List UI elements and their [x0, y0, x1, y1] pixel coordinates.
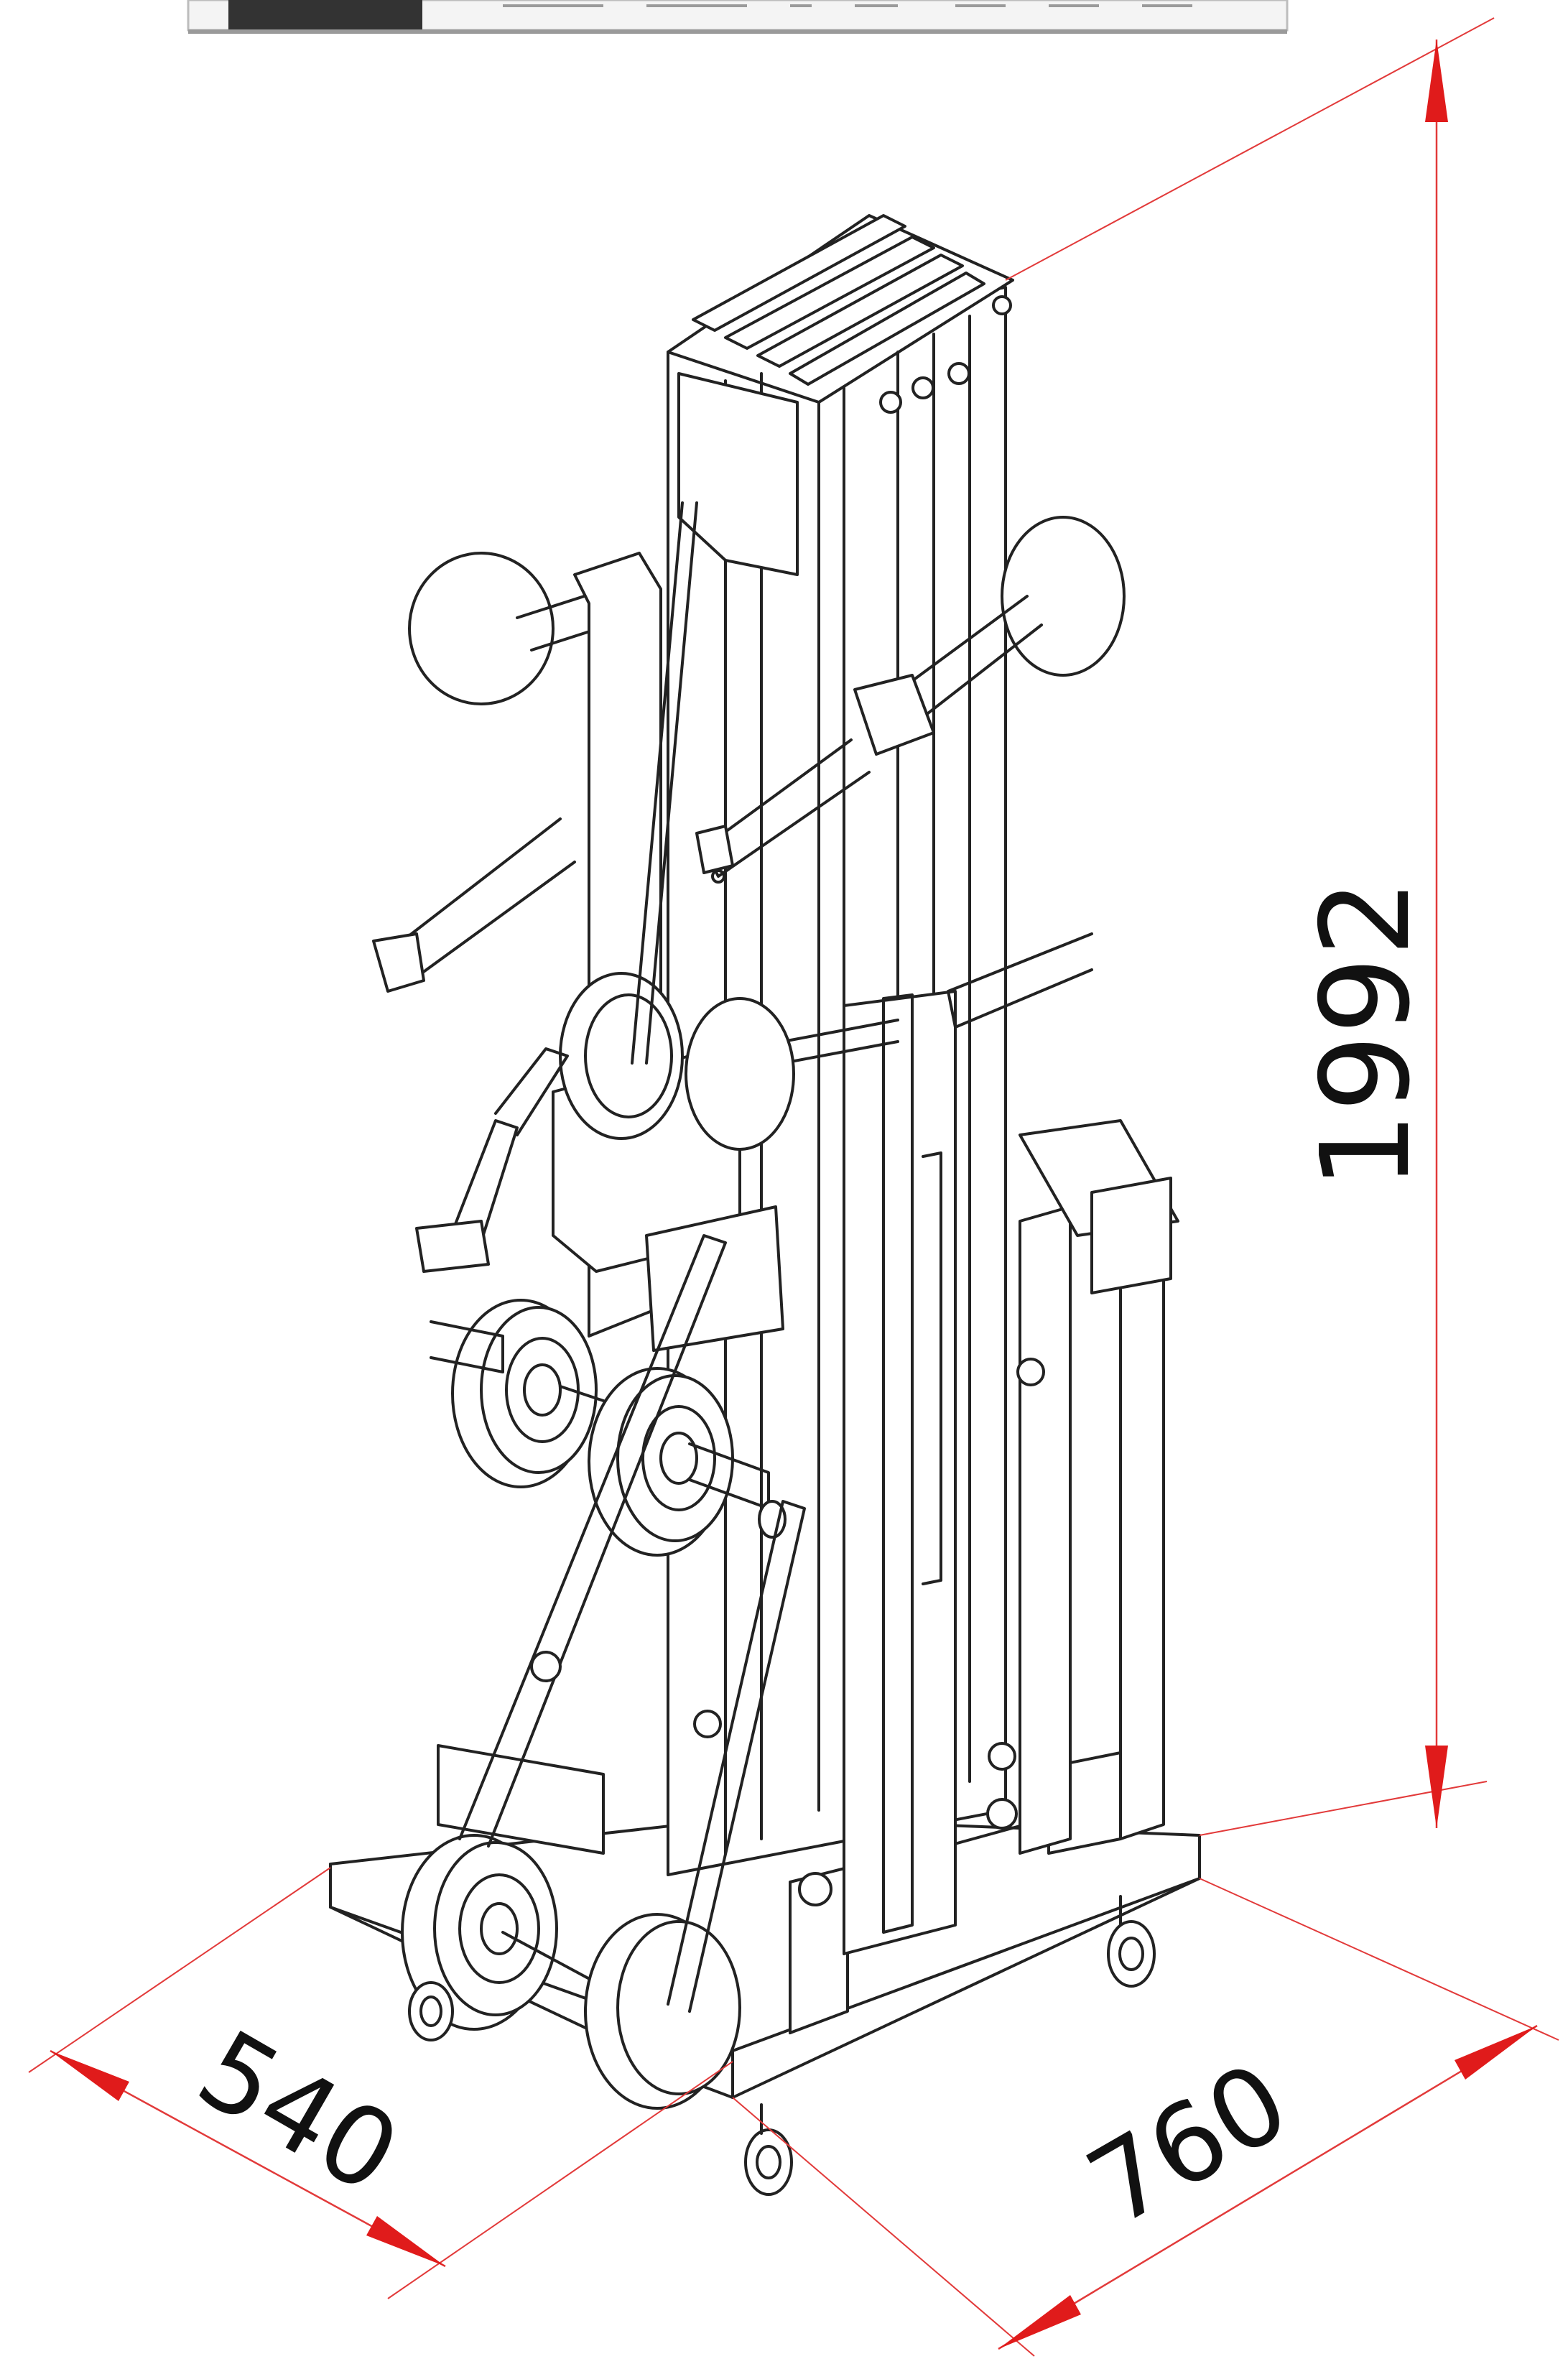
casters	[408, 1651, 1156, 2196]
lift-illustration	[329, 214, 1201, 2196]
height-label: 1992	[1295, 879, 1437, 1190]
leg-pad-right-top	[1001, 516, 1126, 677]
depth-arrow-end	[366, 2216, 445, 2266]
height-dimension	[1005, 17, 1495, 1836]
dimension-lines	[28, 17, 1559, 2357]
winch	[415, 501, 795, 1352]
width-arrow-end	[1455, 2026, 1537, 2080]
depth-dimension	[28, 1867, 733, 2299]
height-arrow-top	[1425, 40, 1448, 122]
width-arrow-start	[998, 2295, 1081, 2349]
header-strip	[187, 0, 1289, 34]
depth-arrow-start	[50, 2051, 129, 2101]
wheels-lower	[401, 1234, 806, 2110]
width-dimension	[732, 1878, 1559, 2357]
width-label: 760	[1068, 2039, 1309, 2251]
height-arrow-bottom	[1425, 1746, 1448, 1828]
mast	[667, 214, 1165, 1955]
header-dark-block	[228, 0, 422, 30]
wheels-upper	[430, 1299, 787, 1557]
leg-pad-left-top	[408, 552, 555, 705]
